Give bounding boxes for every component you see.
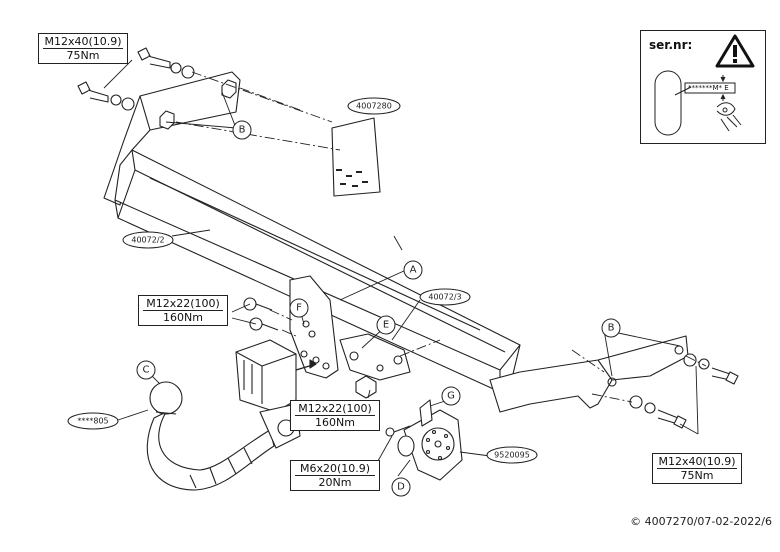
spec-box-small: M6x20(10.9) 20Nm: [290, 460, 380, 491]
callout-b-left-circle: [232, 120, 252, 140]
callout-b-right: B: [608, 323, 615, 334]
spec-box-top-left: M12x40(10.9) 75Nm: [38, 33, 128, 64]
torque-value: 20Nm: [295, 475, 375, 489]
socket-d: [403, 409, 463, 481]
part-number-ball: ****805: [77, 417, 108, 426]
callout-a-circle: [403, 260, 423, 280]
callout-d-circle: [391, 477, 411, 497]
bolt-size: M6x20(10.9): [299, 462, 371, 475]
callout-b-right-circle: [601, 318, 621, 338]
part-number-bracket: 40072/3: [428, 293, 461, 302]
callout-e: E: [383, 320, 389, 331]
serial-label: ser.nr:: [649, 38, 693, 52]
towball: [149, 381, 183, 415]
callout-g-circle: [441, 386, 461, 406]
spec-box-mid-left: M12x22(100) 160Nm: [138, 295, 228, 326]
bolt-size: M12x22(100): [146, 297, 220, 310]
callout-c-circle: [136, 360, 156, 380]
callout-f-circle: [289, 298, 309, 318]
bolt-size: M12x40(10.9): [44, 35, 122, 48]
spec-box-bottom-right: M12x40(10.9) 75Nm: [652, 453, 742, 484]
part-number-crossbar: 40072/2: [131, 236, 164, 245]
part-number-bag: 4007280: [356, 102, 392, 111]
callout-a: A: [410, 265, 417, 276]
callout-f: F: [296, 303, 302, 314]
torque-value: 160Nm: [295, 415, 375, 429]
socket-plate-g: [419, 399, 433, 427]
torque-value: 160Nm: [143, 310, 223, 324]
coupling-housing: [235, 339, 297, 413]
part-number-socket: 9520095: [494, 451, 530, 460]
warning-icon: [715, 34, 755, 68]
callout-b-left: B: [239, 125, 246, 136]
copyright-notice: © 4007270/07-02-2022/6: [630, 515, 772, 528]
wiring-bag: [331, 117, 381, 197]
serial-number-panel: ser.nr: *******M* E: [640, 30, 766, 144]
left-mounting-plate: [103, 71, 241, 206]
bolt-size: M12x22(100): [298, 402, 372, 415]
serial-plate-illustration: [654, 70, 742, 136]
callout-e-circle: [376, 315, 396, 335]
callout-d: D: [397, 482, 405, 493]
torque-value: 75Nm: [657, 468, 737, 482]
spec-box-center: M12x22(100) 160Nm: [290, 400, 380, 431]
torque-value: 75Nm: [43, 48, 123, 62]
serial-plate-text: *******M* E: [688, 84, 729, 92]
callout-c: C: [143, 365, 150, 376]
bolt-size: M12x40(10.9): [658, 455, 736, 468]
callout-g: G: [447, 391, 455, 402]
bracket-e: [339, 333, 411, 381]
towbar-neck: [146, 411, 275, 491]
